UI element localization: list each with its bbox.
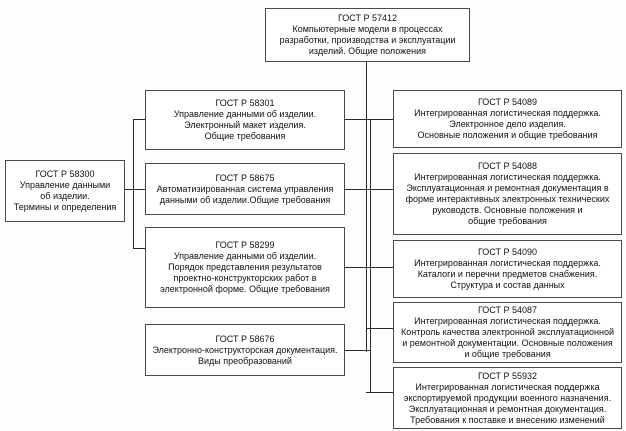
node-title: Интегрированная логистическая поддержка.…	[405, 172, 610, 226]
node-title: Интегрированная логистическая поддержка.…	[414, 258, 601, 290]
node-gost-r-55932: ГОСТ Р 55932 Интегрированная логистическ…	[393, 367, 622, 429]
node-title: Интегрированная логистическая поддержка …	[403, 381, 612, 425]
node-code: ГОСТ Р 55932	[477, 370, 538, 381]
node-title: Управление данными об изделии. Порядок п…	[160, 251, 330, 294]
node-code: ГОСТ Р 58300	[35, 169, 95, 179]
connector-stub-58676	[345, 350, 371, 351]
node-title: Компьютерные модели в процессах разработ…	[279, 24, 456, 56]
connector-row-58675-54088	[345, 189, 393, 190]
node-code: ГОСТ Р 54090	[477, 247, 538, 257]
connector-left-stub-58299	[133, 248, 145, 249]
connector-left-bracket	[133, 119, 134, 249]
connector-row-58299-54090	[345, 267, 393, 268]
node-gost-r-58300: ГОСТ Р 58300 Управление данными об издел…	[5, 160, 125, 222]
node-gost-r-58676: ГОСТ Р 58676 Электронно-конструкторская …	[145, 324, 345, 376]
node-code: ГОСТ Р 54088	[477, 161, 538, 171]
node-code: ГОСТ Р 57412	[337, 13, 398, 23]
node-code: ГОСТ Р 58675	[215, 172, 275, 183]
node-title: Управление данными об изделии. Электронн…	[173, 109, 317, 141]
node-gost-r-54087: ГОСТ Р 54087 Интегрированная логистическ…	[393, 302, 622, 363]
node-title: Интегрированная логистическая поддержка.…	[401, 316, 614, 359]
node-title: Интегрированная логистическая поддержка.…	[414, 108, 601, 140]
node-gost-r-58675: ГОСТ Р 58675 Автоматизированная система …	[145, 163, 345, 215]
node-code: ГОСТ Р 58299	[215, 240, 275, 250]
node-gost-r-58301: ГОСТ Р 58301 Управление данными об издел…	[145, 90, 345, 150]
node-gost-r-54088: ГОСТ Р 54088 Интегрированная логистическ…	[393, 153, 622, 235]
connector-left-stub-58301	[133, 119, 145, 120]
node-title: Электронно-конструкторская документация.…	[152, 344, 338, 366]
node-title: Автоматизированная система управления да…	[156, 183, 334, 205]
connector-left-58300-58675	[125, 189, 145, 190]
connector-row-58301-54089	[345, 119, 393, 120]
node-title: Управление данными об изделии. Термины и…	[13, 180, 117, 212]
connector-trunk-main	[366, 62, 367, 352]
node-gost-r-58299: ГОСТ Р 58299 Управление данными об издел…	[145, 227, 345, 308]
node-code: ГОСТ Р 54087	[477, 305, 538, 315]
node-gost-r-54090: ГОСТ Р 54090 Интегрированная логистическ…	[393, 240, 622, 298]
connector-stub-54087	[366, 328, 393, 329]
connector-trunk-secondary	[370, 119, 371, 393]
node-gost-r-54089: ГОСТ Р 54089 Интегрированная логистическ…	[393, 90, 622, 148]
node-code: ГОСТ Р 54089	[477, 97, 538, 107]
node-code: ГОСТ Р 58301	[215, 98, 275, 108]
connector-stub-55932	[366, 392, 393, 393]
node-gost-r-57412: ГОСТ Р 57412 Компьютерные модели в проце…	[265, 8, 470, 62]
node-code: ГОСТ Р 58676	[215, 333, 275, 344]
